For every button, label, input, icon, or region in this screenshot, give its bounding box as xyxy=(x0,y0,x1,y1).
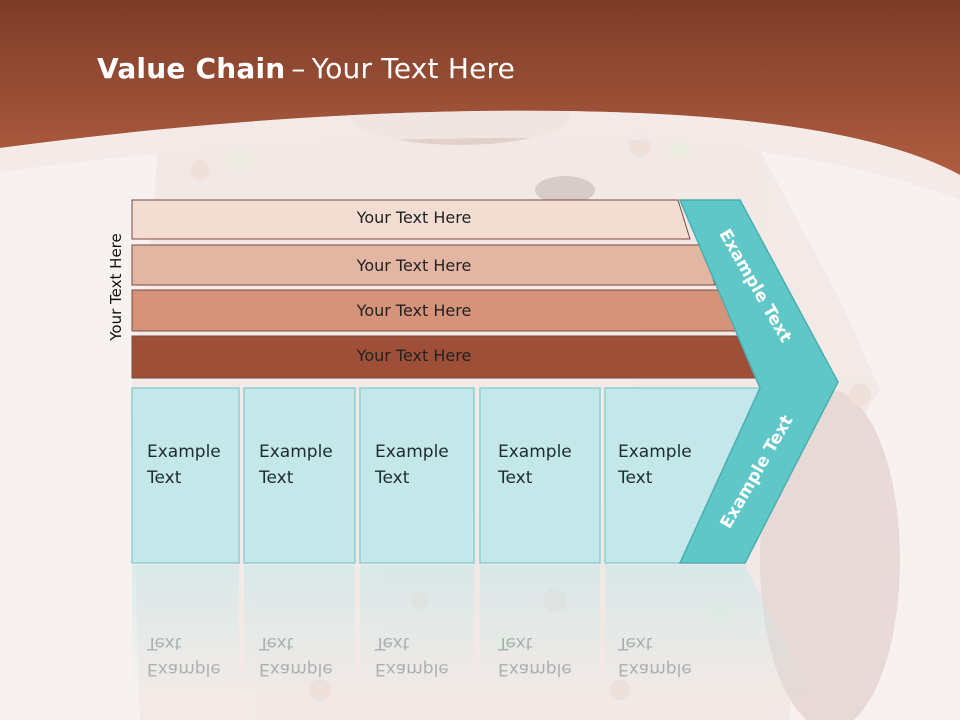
value-chain-bar-1 xyxy=(131,199,691,240)
box-label-2: Example Text xyxy=(259,442,333,488)
bar-label-2: Your Text Here xyxy=(356,256,472,275)
box-reflection-5: Example Text xyxy=(618,633,692,679)
header-band xyxy=(0,0,960,175)
box-reflection-shape-3 xyxy=(360,565,474,695)
bar-label-3: Your Text Here xyxy=(356,301,472,320)
bars-group xyxy=(131,199,766,379)
bar-label-4: Your Text Here xyxy=(356,346,472,365)
activity-box-3 xyxy=(359,387,475,564)
box-reflection-2: Example Text xyxy=(259,633,333,679)
activity-box-2 xyxy=(243,387,356,564)
box-reflection-shape-4 xyxy=(480,565,600,695)
title-rest: Your Text Here xyxy=(311,52,516,85)
box-reflection-shape-5 xyxy=(605,565,760,695)
vertical-label: Your Text Here xyxy=(107,233,125,341)
reflection-group xyxy=(132,565,810,695)
box-reflection-4: Example Text xyxy=(498,633,572,679)
box-label-4: Example Text xyxy=(498,442,572,488)
box-label-5: Example Text xyxy=(618,442,692,488)
value-chain-chevron xyxy=(678,199,839,564)
title-separator: – xyxy=(291,52,306,85)
box-label-1: Example Text xyxy=(147,442,221,488)
chevron-reflection xyxy=(680,565,810,695)
box-reflection-3: Example Text xyxy=(375,633,449,679)
value-chain-bar-2 xyxy=(131,244,716,286)
bar-label-1: Your Text Here xyxy=(356,208,472,227)
box-reflection-shape-1 xyxy=(132,565,239,695)
activity-box-4 xyxy=(479,387,601,564)
box-reflection-1: Example Text xyxy=(147,633,221,679)
header-swoosh xyxy=(0,110,960,200)
activity-box-1 xyxy=(131,387,240,564)
title-bold: Value Chain xyxy=(97,52,286,85)
slide-title: Value Chain–Your Text Here xyxy=(97,52,515,85)
boxes-group xyxy=(131,387,762,564)
box-label-3: Example Text xyxy=(375,442,449,488)
box-reflection-shape-2 xyxy=(244,565,355,695)
arrow-group xyxy=(678,199,839,564)
